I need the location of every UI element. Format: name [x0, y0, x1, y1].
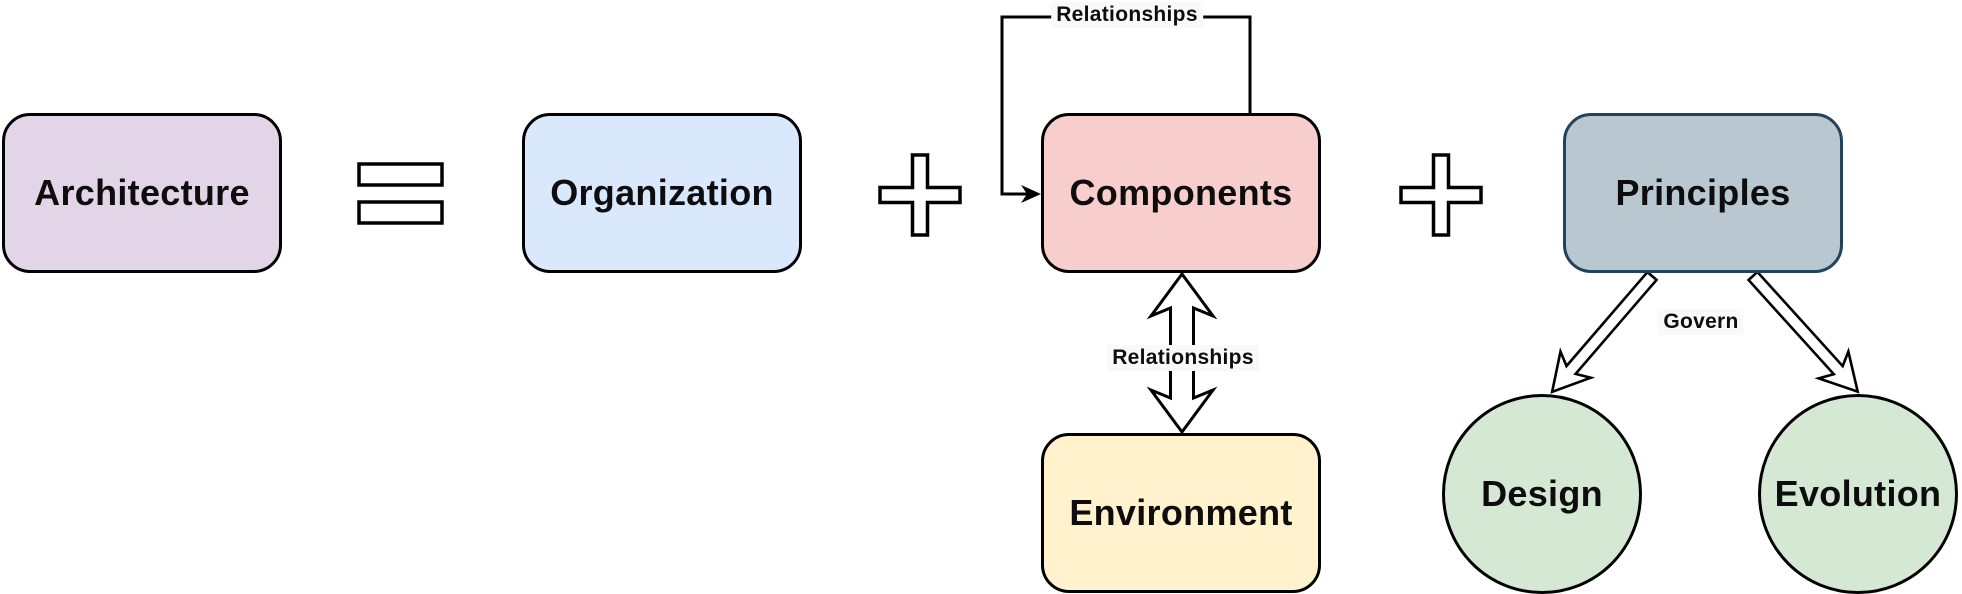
self-loop-line	[1000, 15, 1252, 196]
node-design-label: Design	[1481, 473, 1603, 514]
node-components-label: Components	[1069, 172, 1293, 213]
node-evolution-label: Evolution	[1774, 473, 1942, 514]
node-organization-label: Organization	[550, 172, 774, 213]
node-components: Components	[1041, 113, 1321, 273]
plus-icon	[878, 153, 962, 237]
edge-label-components-environment: Relationships	[1107, 345, 1259, 371]
edge-label-govern: Govern	[1658, 309, 1744, 335]
equals-icon	[357, 162, 444, 225]
self-loop-arrowhead-icon	[1021, 185, 1041, 203]
node-principles-label: Principles	[1615, 172, 1791, 213]
node-organization: Organization	[522, 113, 802, 273]
govern-arrow-design	[1550, 270, 1659, 394]
node-architecture-label: Architecture	[34, 172, 250, 213]
node-principles: Principles	[1563, 113, 1843, 273]
node-architecture: Architecture	[2, 113, 282, 273]
plus-icon	[1399, 153, 1483, 237]
node-design: Design	[1442, 394, 1642, 594]
self-loop-connector	[1000, 15, 1252, 203]
node-environment-label: Environment	[1069, 492, 1293, 533]
edge-label-self-loop: Relationships	[1051, 2, 1203, 28]
node-environment: Environment	[1041, 433, 1321, 593]
node-evolution: Evolution	[1758, 394, 1958, 594]
govern-arrow-evolution	[1746, 270, 1860, 394]
